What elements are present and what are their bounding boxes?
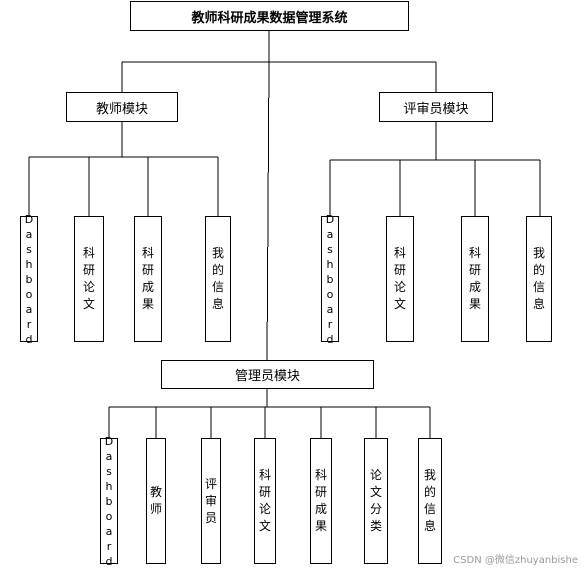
node-label-char: 息 bbox=[423, 519, 436, 533]
reviewer-module-label: 评审员模块 bbox=[403, 101, 469, 117]
teacher-achievements-node: 科研成果 bbox=[134, 216, 162, 342]
node-label-char: 论 bbox=[258, 502, 271, 516]
reviewer-my-info-node: 我的信息 bbox=[526, 216, 552, 342]
node-label-char: 研 bbox=[393, 263, 406, 277]
node-label-char: h bbox=[25, 257, 33, 271]
node-label-char: b bbox=[25, 272, 33, 286]
node-label-char: 息 bbox=[532, 297, 545, 311]
node-label-char: d bbox=[326, 332, 334, 346]
node-label-char: 文 bbox=[258, 519, 271, 533]
node-label-char: o bbox=[326, 287, 334, 301]
node-label-char: 的 bbox=[532, 263, 545, 277]
node-label-char: 评 bbox=[204, 476, 217, 491]
admin-my-info-node: 我的信息 bbox=[418, 438, 442, 564]
node-label-char: 我 bbox=[532, 246, 545, 260]
node-label-char: 类 bbox=[369, 519, 382, 533]
node-label-char: 研 bbox=[258, 485, 271, 499]
node-label-char: 成 bbox=[314, 502, 327, 516]
node-label-char: d bbox=[25, 332, 33, 346]
admin-teachers-node: 教师 bbox=[146, 438, 166, 564]
node-label-char: b bbox=[326, 272, 334, 286]
node-label-char: 信 bbox=[532, 280, 545, 294]
node-label-char: r bbox=[26, 317, 32, 331]
node-label-char: h bbox=[105, 479, 113, 493]
node-label-char: 成 bbox=[468, 280, 481, 294]
admin-achievements-node: 科研成果 bbox=[310, 438, 332, 564]
node-label-char: s bbox=[26, 242, 32, 256]
node-label-char: 论 bbox=[82, 280, 95, 294]
reviewer-papers-node: 科研论文 bbox=[386, 216, 414, 342]
node-label-char: 我 bbox=[211, 246, 224, 260]
node-label-char: s bbox=[327, 242, 333, 256]
node-label-char: 息 bbox=[211, 297, 224, 311]
node-label-char: 审 bbox=[204, 493, 217, 508]
root-node-label: 教师科研成果数据管理系统 bbox=[191, 10, 348, 26]
node-label-char: 的 bbox=[423, 485, 436, 499]
node-label-char: a bbox=[105, 524, 113, 538]
node-label-char: r bbox=[327, 317, 333, 331]
node-label-char: o bbox=[105, 509, 113, 523]
node-label-char: 果 bbox=[468, 297, 481, 311]
node-label-char: 果 bbox=[141, 297, 154, 311]
node-label-char: 研 bbox=[82, 263, 95, 277]
node-label-char: 教 bbox=[149, 485, 162, 499]
node-label-char: 论 bbox=[369, 468, 382, 482]
root-node: 教师科研成果数据管理系统 bbox=[130, 1, 409, 31]
node-label-char: 科 bbox=[393, 246, 406, 260]
node-label-char: 文 bbox=[393, 297, 406, 311]
node-label-char: 论 bbox=[393, 280, 406, 294]
node-label-char: D bbox=[24, 212, 34, 226]
node-label-char: 文 bbox=[82, 297, 95, 311]
node-label-char: s bbox=[106, 464, 112, 478]
node-label-char: a bbox=[326, 302, 334, 316]
node-label-char: 信 bbox=[423, 502, 436, 516]
node-label-char: D bbox=[104, 434, 114, 448]
admin-reviewers-node: 评审员 bbox=[201, 438, 221, 564]
node-label-char: 科 bbox=[314, 468, 327, 482]
node-label-char: a bbox=[326, 227, 334, 241]
node-label-char: D bbox=[325, 212, 335, 226]
reviewer-module-node: 评审员模块 bbox=[379, 92, 493, 122]
node-label-char: 成 bbox=[141, 280, 154, 294]
node-label-char: b bbox=[105, 494, 113, 508]
watermark-text: CSDN @微信zhuyanbishe bbox=[453, 555, 578, 566]
node-label-char: 师 bbox=[149, 502, 162, 516]
node-label-char: r bbox=[106, 539, 112, 553]
node-label-char: a bbox=[25, 227, 33, 241]
node-label-char: 研 bbox=[141, 263, 154, 277]
admin-module-label: 管理员模块 bbox=[234, 369, 300, 384]
teacher-module-label: 教师模块 bbox=[95, 101, 148, 117]
admin-module-node: 管理员模块 bbox=[161, 360, 374, 389]
node-label-char: h bbox=[326, 257, 334, 271]
node-label-char: 员 bbox=[204, 510, 217, 525]
teacher-my-info-node: 我的信息 bbox=[205, 216, 231, 342]
node-label-char: a bbox=[105, 449, 113, 463]
node-label-char: o bbox=[25, 287, 33, 301]
node-label-char: 研 bbox=[314, 485, 327, 499]
node-label-char: 分 bbox=[369, 502, 382, 516]
node-label-char: 我 bbox=[423, 468, 436, 482]
node-label-char: 文 bbox=[369, 485, 382, 499]
node-label-char: a bbox=[25, 302, 33, 316]
node-label-char: 果 bbox=[314, 519, 327, 533]
node-label-char: 科 bbox=[82, 246, 95, 260]
admin-papers-node: 科研论文 bbox=[254, 438, 276, 564]
admin-paper-categories-node: 论文分类 bbox=[364, 438, 388, 564]
node-label-char: 信 bbox=[211, 280, 224, 294]
teacher-module-node: 教师模块 bbox=[66, 92, 178, 122]
node-label-char: 研 bbox=[468, 263, 481, 277]
node-label-char: 科 bbox=[258, 468, 271, 482]
node-label-char: d bbox=[105, 554, 113, 568]
node-label-char: 的 bbox=[211, 263, 224, 277]
node-label-char: 科 bbox=[141, 246, 154, 260]
teacher-papers-node: 科研论文 bbox=[74, 216, 104, 342]
node-label-char: 科 bbox=[468, 246, 481, 260]
reviewer-achievements-node: 科研成果 bbox=[461, 216, 489, 342]
